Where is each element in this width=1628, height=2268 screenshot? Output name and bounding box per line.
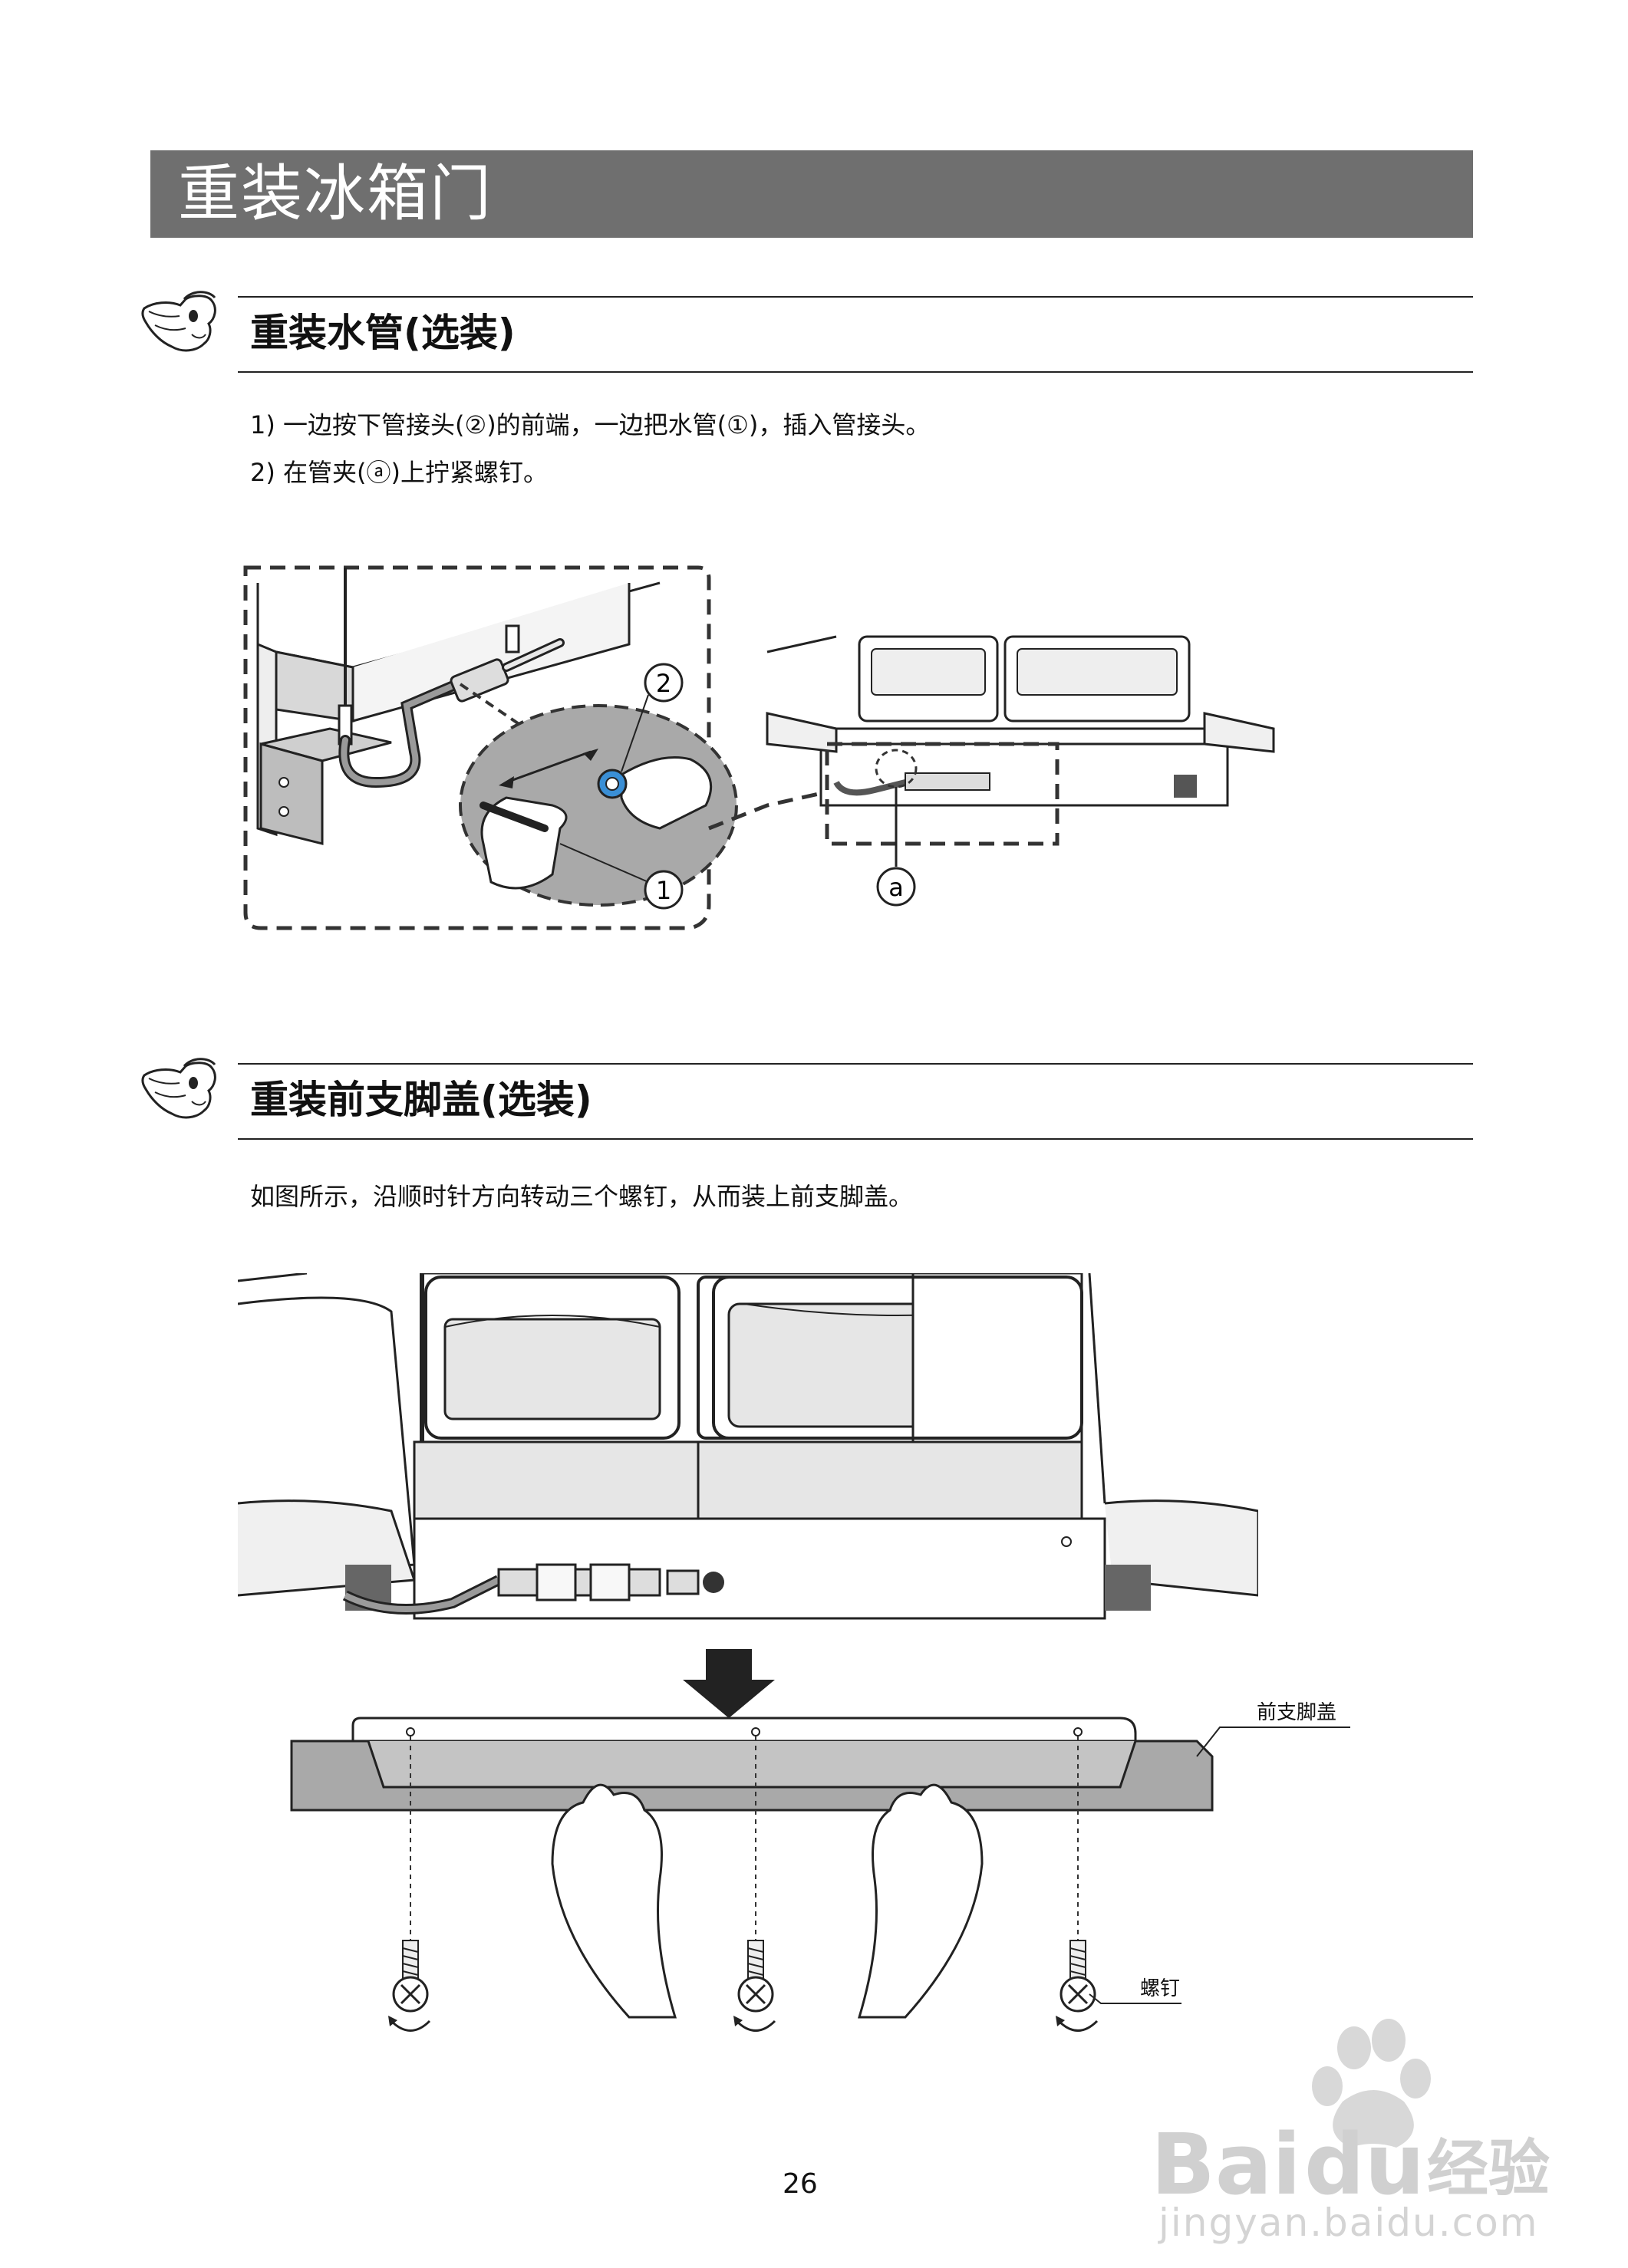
page-number: 26: [783, 2168, 818, 2200]
section1-bottom-rule: [238, 371, 1473, 373]
foot-cover-top: [351, 1717, 1137, 1743]
screw-label: 螺钉: [1140, 1977, 1181, 2000]
section1-heading: 重装水管(选装): [250, 311, 516, 355]
callout-2: [644, 663, 684, 703]
step-1: 1) 一边按下管接头(②)的前端，一边把水管(①)，插入管接头。: [250, 410, 931, 439]
fridge-base-illustration: [238, 1273, 1258, 1620]
screw-right: [1056, 1940, 1099, 2032]
section1-top-rule: [238, 296, 1473, 298]
svg-text:Bai: Bai: [1151, 2115, 1301, 2214]
section2-top-rule: [238, 1063, 1473, 1065]
title-banner: 重装冰箱门: [150, 150, 1473, 238]
detail-dashed-frame: [243, 565, 711, 930]
screw-left: [388, 1940, 431, 2032]
step-2: 2) 在管夹(ⓐ)上拧紧螺钉。: [250, 458, 548, 487]
section2-instruction: 如图所示，沿顺时针方向转动三个螺钉，从而装上前支脚盖。: [250, 1182, 914, 1211]
baidu-watermark-logo: Bai du 经验: [1151, 2019, 1550, 2214]
right-hand: [857, 1783, 984, 2019]
foot-cover-label: 前支脚盖: [1257, 1701, 1337, 1724]
callout-a: [876, 867, 916, 907]
svg-text:1: 1: [656, 876, 671, 905]
svg-text:经验: 经验: [1427, 2133, 1550, 2204]
section2-bottom-rule: [238, 1138, 1473, 1140]
left-hand: [551, 1783, 677, 2019]
front-foot-cover-illustration: [290, 1717, 1350, 2032]
pointing-hand-mascot-icon: [141, 291, 216, 352]
water-pipe-illustration: 2 1 a: [243, 565, 1275, 930]
pointing-hand-mascot-icon: [141, 1058, 216, 1119]
svg-text:du: du: [1304, 2115, 1425, 2214]
callout-1: [644, 870, 684, 910]
section2-heading: 重装前支脚盖(选装): [250, 1078, 592, 1122]
watermark-url: jingyan.baidu.com: [1158, 2201, 1539, 2245]
page-title: 重装冰箱门: [178, 158, 493, 229]
svg-text:a: a: [888, 873, 904, 902]
svg-text:2: 2: [656, 669, 671, 698]
screw-center: [733, 1940, 776, 2032]
down-arrow-icon: [683, 1649, 775, 1718]
